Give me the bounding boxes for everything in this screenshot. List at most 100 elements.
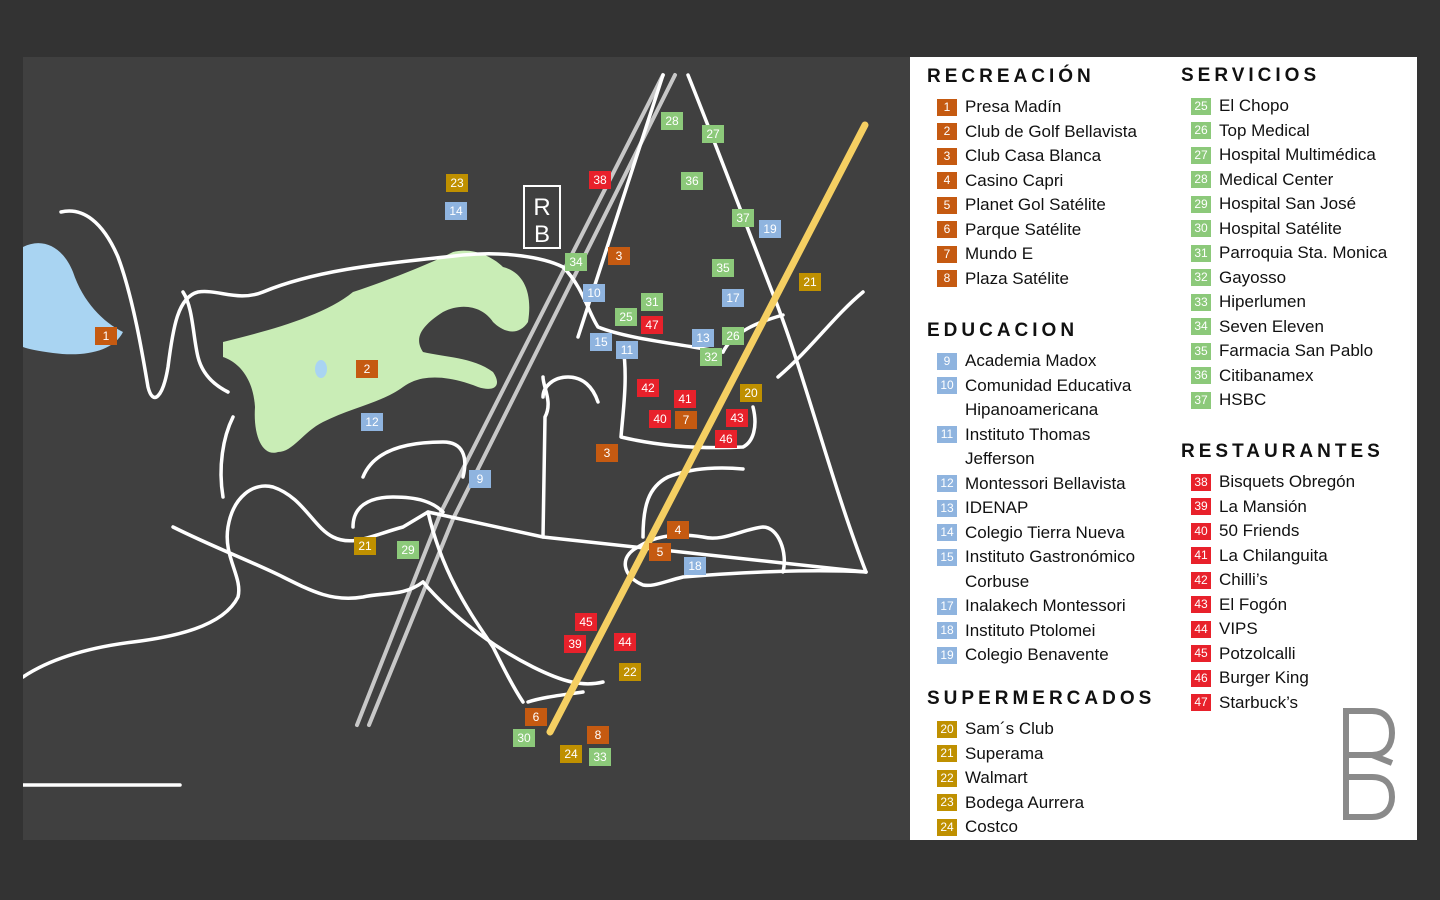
map-marker-39[interactable]: 39: [564, 635, 586, 653]
legend-badge: 46: [1191, 669, 1211, 687]
map-marker-12[interactable]: 12: [361, 413, 383, 431]
map-marker-22[interactable]: 22: [619, 663, 641, 681]
map-marker-14[interactable]: 14: [445, 202, 467, 220]
legend-badge: 1: [937, 98, 957, 116]
map-marker-2[interactable]: 2: [356, 360, 378, 378]
legend-badge: 24: [937, 818, 957, 836]
map-marker-24[interactable]: 24: [560, 745, 582, 763]
map-marker-36[interactable]: 36: [681, 172, 703, 190]
map-marker-25[interactable]: 25: [615, 308, 637, 326]
map-marker-23[interactable]: 23: [446, 174, 468, 192]
map-marker-15[interactable]: 15: [590, 333, 612, 351]
legend-label: HSBC: [1219, 390, 1267, 409]
map-marker-8[interactable]: 8: [587, 726, 609, 744]
legend-badge: 17: [937, 597, 957, 615]
map-marker-9[interactable]: 9: [469, 470, 491, 488]
legend-badge: 6: [937, 221, 957, 238]
map-marker-5[interactable]: 5: [649, 543, 671, 561]
map-marker-4[interactable]: 4: [667, 521, 689, 539]
rb-logo-legend: [1343, 708, 1396, 820]
map-marker-34[interactable]: 34: [565, 253, 587, 271]
legend-label: Club de Golf Bellavista: [965, 121, 1137, 141]
legend-label: Hospital San José: [1219, 194, 1357, 213]
legend-label: Burger King: [1219, 668, 1309, 687]
legend-badge: 29: [1191, 195, 1211, 213]
map-marker-45[interactable]: 45: [575, 613, 597, 631]
legend-badge: 32: [1191, 269, 1211, 286]
legend-item-24: 24 Costco: [937, 816, 1018, 838]
map-marker-10[interactable]: 10: [583, 284, 605, 302]
legend-item-46: 46 Burger King: [1191, 667, 1309, 689]
map-marker-47[interactable]: 47: [641, 316, 663, 334]
legend-label: Citibanamex: [1219, 365, 1314, 385]
map-marker-37[interactable]: 37: [732, 209, 754, 227]
map-marker-20[interactable]: 20: [740, 384, 762, 402]
legend-label: Costco: [965, 817, 1018, 836]
legend-item-3: 3 Club Casa Blanca: [937, 145, 1101, 167]
legend-label: Parque Satélite: [965, 219, 1082, 239]
map-marker-35[interactable]: 35: [712, 259, 734, 277]
legend-badge: 9: [937, 352, 957, 370]
map-marker-18[interactable]: 18: [684, 557, 706, 575]
lake-presa-madin: [23, 243, 123, 355]
map-marker-6[interactable]: 6: [525, 708, 547, 726]
map-marker-44[interactable]: 44: [614, 633, 636, 651]
map-marker-13[interactable]: 13: [692, 329, 714, 347]
map-marker-19[interactable]: 19: [759, 220, 781, 238]
map-marker-21[interactable]: 21: [799, 273, 821, 291]
legend-badge: 10: [937, 377, 957, 394]
map-marker-3[interactable]: 3: [596, 444, 618, 462]
map-marker-26[interactable]: 26: [722, 327, 744, 345]
highway: [355, 73, 677, 727]
legend-label: Hiperlumen: [1219, 292, 1306, 311]
map-marker-1[interactable]: 1: [95, 327, 117, 345]
map-marker-29[interactable]: 29: [397, 541, 419, 559]
legend-label: La Chilanguita: [1219, 545, 1328, 565]
legend-label: Parroquia Sta. Monica: [1219, 243, 1388, 262]
map-marker-3[interactable]: 3: [608, 247, 630, 265]
map-marker-21[interactable]: 21: [354, 537, 376, 555]
legend-badge: 18: [937, 622, 957, 639]
map-marker-27[interactable]: 27: [702, 125, 724, 143]
legend-label: Casino Capri: [965, 170, 1064, 190]
rb-logo-map: R B: [523, 185, 561, 249]
map-marker-11[interactable]: 11: [616, 341, 638, 359]
legend-label: Seven Eleven: [1219, 316, 1324, 336]
legend-badge: 33: [1191, 293, 1211, 311]
legend-label: Club Casa Blanca: [965, 146, 1102, 165]
legend-label: Potzolcalli: [1219, 643, 1296, 663]
map-marker-40[interactable]: 40: [649, 410, 671, 428]
legend-badge: 3: [937, 147, 957, 165]
map-marker-46[interactable]: 46: [715, 430, 737, 448]
legend-label: Bisquets Obregón: [1219, 472, 1356, 491]
legend-label-continued: Hipanoamericana: [965, 400, 1099, 419]
legend-badge: 22: [937, 769, 957, 787]
map-marker-33[interactable]: 33: [589, 748, 611, 766]
map-marker-31[interactable]: 31: [641, 293, 663, 311]
map-marker-17[interactable]: 17: [722, 289, 744, 307]
map-marker-43[interactable]: 43: [726, 409, 748, 427]
map-marker-28[interactable]: 28: [661, 112, 683, 130]
map-marker-42[interactable]: 42: [637, 379, 659, 397]
map-marker-41[interactable]: 41: [674, 390, 696, 408]
legend-label: Inalakech Montessori: [965, 596, 1126, 615]
map-marker-7[interactable]: 7: [675, 411, 697, 429]
map-marker-38[interactable]: 38: [589, 171, 611, 189]
map-marker-32[interactable]: 32: [700, 348, 722, 366]
map-marker-30[interactable]: 30: [513, 729, 535, 747]
legend-badge: 28: [1191, 171, 1211, 188]
legend-badge: 25: [1191, 97, 1211, 115]
